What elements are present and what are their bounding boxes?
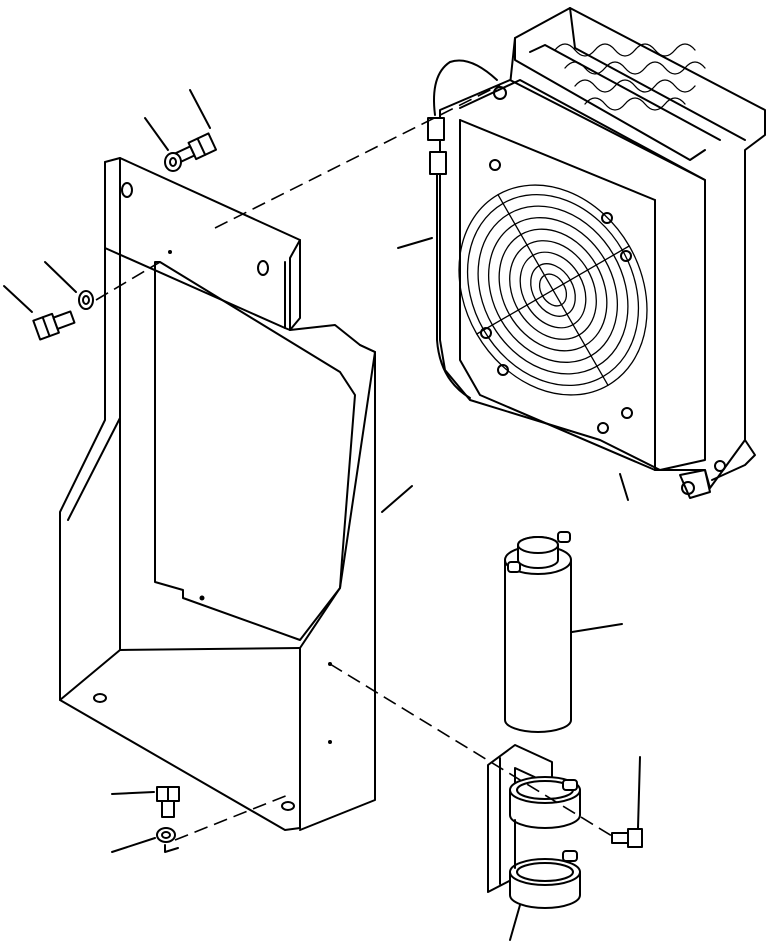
leader-lines	[3, 89, 641, 941]
lock-washer	[164, 152, 182, 172]
hex-bolt	[156, 786, 180, 818]
lock-washer	[78, 290, 94, 310]
hex-bolt	[32, 310, 76, 341]
clamp-bracket	[487, 744, 581, 909]
hex-bolt	[611, 828, 643, 848]
heater-core-fan-assembly	[427, 7, 766, 499]
mounting-bracket-housing	[59, 157, 376, 831]
lock-washer	[156, 827, 176, 843]
assembly-lines	[95, 84, 613, 841]
cylindrical-filter-canister	[504, 531, 572, 733]
